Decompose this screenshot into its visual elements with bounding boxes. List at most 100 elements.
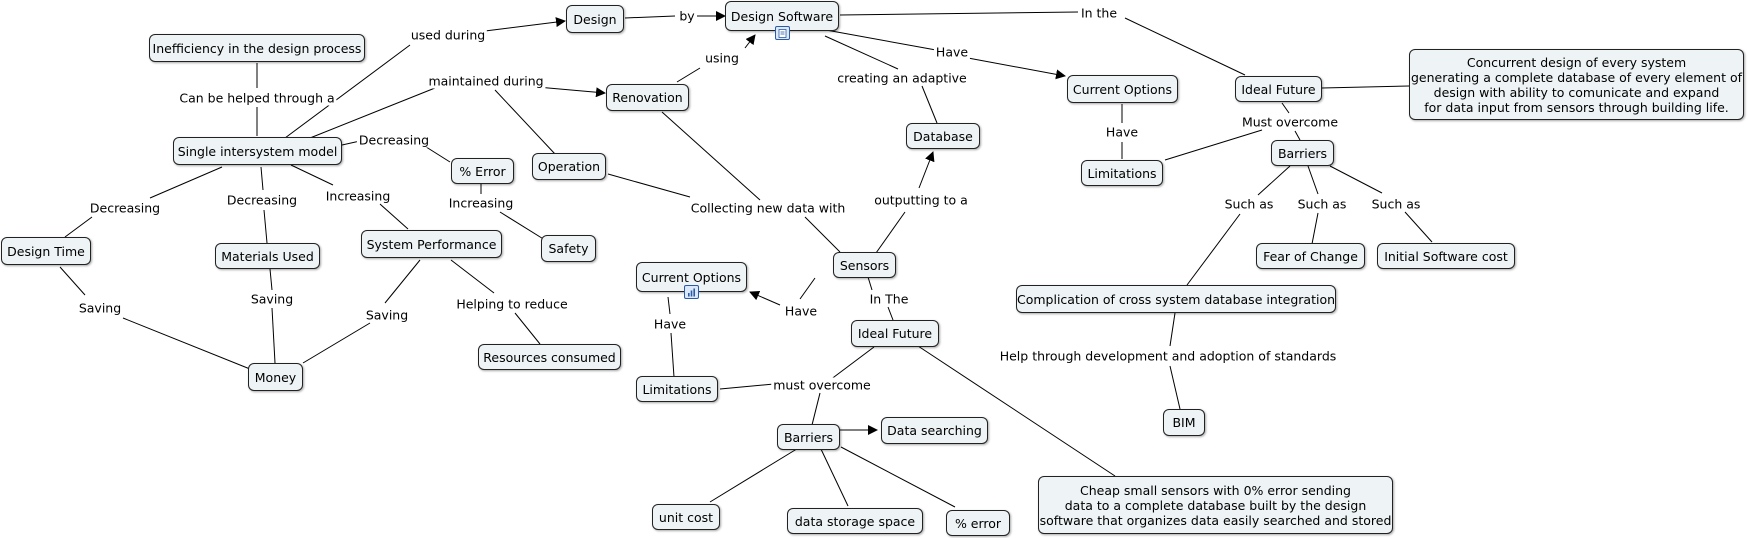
concept-label: Complication of cross system database in…	[1016, 291, 1336, 307]
concept-design[interactable]: Design	[566, 5, 624, 33]
concept-materials-used[interactable]: Materials Used	[215, 243, 320, 269]
concept-label: Limitations	[1087, 165, 1157, 181]
concept-label: Current Options	[1072, 81, 1173, 97]
concept-barriers-software[interactable]: Barriers	[1271, 140, 1334, 166]
concept-label: Operation	[537, 159, 601, 174]
link-label-must-overcome-software: Must overcome	[1239, 114, 1341, 130]
text-line: software that organizes data easily sear…	[1039, 512, 1392, 528]
concept-label: Single intersystem model	[177, 143, 338, 159]
link-label-used-during: used during	[408, 27, 488, 43]
link-label-such-as-3: Such as	[1369, 196, 1423, 212]
text-line: Cheap small sensors with 0% error sendin…	[1079, 482, 1351, 498]
link-label-maintained-during: maintained during	[426, 73, 546, 89]
concept-label: Design Time	[7, 243, 85, 259]
link-label-collecting-new-data: Collecting new data with	[688, 200, 848, 216]
concept-renovation[interactable]: Renovation	[606, 84, 689, 111]
link-label-outputting-to-a: outputting to a	[872, 192, 970, 208]
concept-label: Design Software	[730, 8, 834, 24]
link-label-saving-materials: Saving	[248, 291, 296, 307]
link-label-decreasing-materials: Decreasing	[224, 192, 300, 208]
link-label-have: Have	[933, 44, 971, 60]
link-label-such-as-1: Such as	[1222, 196, 1276, 212]
concept-label: Renovation	[612, 90, 683, 105]
link-label-increasing-performance: Increasing	[323, 188, 393, 204]
concept-label: Safety	[548, 241, 589, 256]
concept-safety[interactable]: Safety	[541, 235, 596, 262]
concept-data-storage-space[interactable]: data storage space	[787, 508, 923, 534]
concept-label: Current Options	[641, 269, 742, 285]
concept-sensor-ideal-future-description[interactable]: Cheap small sensors with 0% error sendin…	[1038, 476, 1393, 534]
concept-label: Sensors	[839, 257, 890, 273]
concept-label: Money	[254, 369, 297, 385]
concept-label: Barriers	[783, 429, 834, 445]
link-label-in-the-sensors: In The	[867, 291, 911, 307]
text-line: design with ability to comunicate and ex…	[1433, 84, 1720, 100]
concept-label: % error	[954, 515, 1002, 531]
concept-money[interactable]: Money	[248, 363, 303, 391]
concept-label: unit cost	[658, 509, 714, 525]
text-line: Concurrent design of every system	[1466, 54, 1687, 70]
link-label-have-sensors: Have	[782, 303, 820, 319]
link-label-by: by	[677, 8, 697, 24]
concept-database[interactable]: Database	[906, 123, 980, 149]
link-label-helping-to-reduce: Helping to reduce	[454, 296, 570, 312]
concept-label: BIM	[1172, 415, 1196, 430]
concept-operation[interactable]: Operation	[532, 153, 606, 180]
concept-inefficiency[interactable]: Inefficiency in the design process	[149, 34, 365, 62]
concept-limitations-software[interactable]: Limitations	[1081, 160, 1163, 186]
concept-label: Barriers	[1277, 145, 1328, 161]
concept-pct-error-sensors[interactable]: % error	[946, 510, 1010, 536]
concept-label: Fear of Change	[1263, 248, 1358, 264]
link-label-have-current-options-software: Have	[1103, 124, 1141, 140]
concept-label: Data searching	[887, 423, 982, 438]
concept-label: Design	[573, 11, 617, 27]
link-label-help-through-standards: Help through development and adoption of…	[997, 348, 1339, 364]
link-label-saving-time: Saving	[76, 300, 124, 316]
link-label-creating-an-adaptive: creating an adaptive	[835, 70, 969, 86]
concept-single-intersystem-model[interactable]: Single intersystem model	[173, 137, 342, 165]
concept-label: % Error	[459, 163, 506, 179]
text-line: data to a complete database built by the…	[1064, 497, 1367, 513]
concept-software-ideal-future-description[interactable]: Concurrent design of every system genera…	[1409, 49, 1744, 120]
link-label-decreasing-time: Decreasing	[87, 200, 163, 216]
concept-limitations-sensors[interactable]: Limitations	[636, 376, 718, 402]
concept-sensors[interactable]: Sensors	[833, 252, 896, 278]
link-label-in-the: In the	[1078, 5, 1120, 21]
concept-fear-of-change[interactable]: Fear of Change	[1256, 243, 1365, 269]
link-label-have-current-options: Have	[651, 316, 689, 332]
chart-icon[interactable]	[684, 285, 699, 299]
concept-pct-error[interactable]: % Error	[451, 158, 514, 184]
concept-ideal-future-software[interactable]: Ideal Future	[1235, 76, 1322, 102]
concept-system-performance[interactable]: System Performance	[361, 230, 502, 258]
link-label-must-overcome-sensors: must overcome	[771, 377, 873, 393]
concept-current-options-software[interactable]: Current Options	[1067, 75, 1178, 103]
concept-label: data storage space	[794, 513, 916, 529]
concept-cross-system-integration[interactable]: Complication of cross system database in…	[1016, 285, 1336, 313]
document-icon[interactable]	[775, 26, 790, 40]
concept-data-searching[interactable]: Data searching	[881, 417, 988, 444]
concept-label: Initial Software cost	[1384, 248, 1508, 264]
concept-label: Ideal Future	[1241, 81, 1316, 97]
concept-bim[interactable]: BIM	[1163, 409, 1205, 436]
link-label-increasing-safety: Increasing	[446, 195, 516, 211]
concept-initial-software-cost[interactable]: Initial Software cost	[1377, 243, 1515, 269]
concept-label: Inefficiency in the design process	[152, 40, 362, 56]
concept-ideal-future-sensors[interactable]: Ideal Future	[851, 320, 939, 347]
link-label-can-be-helped: Can be helped through a	[177, 90, 337, 106]
concept-resources-consumed[interactable]: Resources consumed	[478, 344, 621, 370]
concept-barriers-sensors[interactable]: Barriers	[777, 424, 840, 450]
link-label-such-as-2: Such as	[1295, 196, 1349, 212]
concept-design-time[interactable]: Design Time	[1, 237, 91, 265]
link-label-decreasing-error: Decreasing	[356, 132, 432, 148]
concept-label: Ideal Future	[857, 326, 933, 341]
concept-label: Materials Used	[221, 248, 314, 264]
concept-label: Limitations	[642, 381, 712, 397]
concept-unit-cost[interactable]: unit cost	[652, 504, 720, 530]
link-label-saving-performance: Saving	[363, 307, 411, 323]
text-line: generating a complete database of every …	[1410, 69, 1743, 85]
link-label-using: using	[703, 50, 741, 66]
concept-label: Database	[913, 128, 973, 144]
text-line: for data input from sensors through buil…	[1424, 99, 1729, 115]
concept-label: System Performance	[366, 236, 497, 252]
